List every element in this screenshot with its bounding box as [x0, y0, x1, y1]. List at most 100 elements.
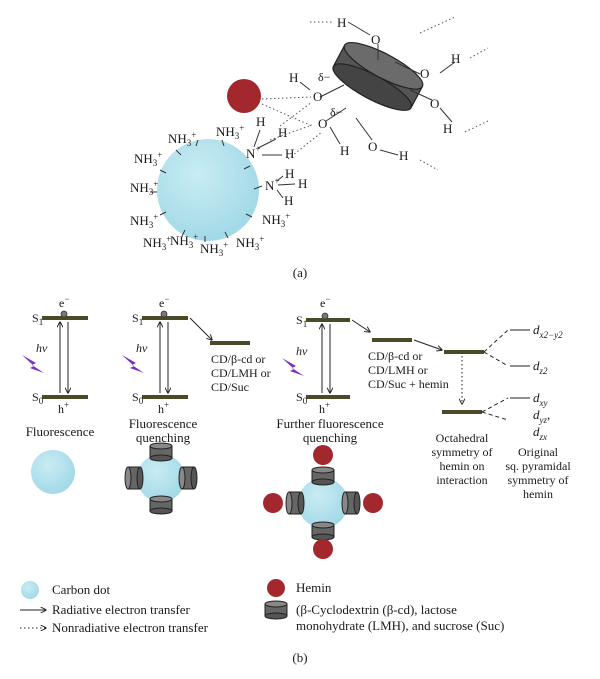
o-label: O — [420, 66, 429, 81]
nh3-label: NH3+ — [134, 150, 162, 168]
hemin-particle — [313, 539, 333, 559]
nh3-label: NH3+ — [143, 234, 171, 252]
h-label: H — [399, 148, 408, 163]
legend-cyclodextrin-icon — [264, 600, 288, 620]
cd-box-1-line: CD/Suc — [211, 380, 249, 394]
delta-label: δ− — [318, 70, 331, 84]
cyclodextrin-cylinder — [332, 42, 424, 111]
orbital-dzx: dzx — [533, 424, 547, 442]
nh3-label: NH3+ — [262, 211, 290, 229]
h-label: H — [340, 143, 349, 158]
svg-text:e−: e− — [320, 294, 330, 310]
orbital-dxy: dxy — [533, 390, 548, 408]
h-label: H — [298, 176, 307, 191]
svg-text:monohydrate (LMH), and sucrose: monohydrate (LMH), and sucrose (Suc) — [296, 618, 504, 633]
stage-further-label: Further fluorescence — [276, 416, 383, 431]
nh3-label: NH3+ — [130, 179, 158, 197]
legend-radiative: Radiative electron transfer — [52, 602, 191, 617]
carbon-dot-a — [157, 139, 259, 241]
electron-label: e− — [59, 294, 69, 310]
stage-further-quenching: S1 S0 e− h+ hν CD/β-cd or CD/LMH or CD/S… — [263, 294, 571, 559]
o-label: O — [313, 89, 322, 104]
h-label: H — [337, 15, 346, 30]
hemin-particle — [227, 79, 261, 113]
svg-text:hν: hν — [296, 344, 308, 358]
svg-text:hemin on: hemin on — [440, 459, 485, 473]
svg-text:S0: S0 — [132, 390, 144, 406]
panel-b: S1 S0 e− h+ hν Fluorescence S1 S0 e− h+ … — [20, 294, 571, 665]
o-label: O — [368, 139, 377, 154]
cd-box-2-line: CD/LMH or — [368, 363, 428, 377]
hemin-particle — [313, 445, 333, 465]
photon-icon — [122, 355, 144, 373]
legend-cyclodextrin: (β-Cyclodextrin (β-cd), lactose — [296, 602, 457, 617]
nh3-label: NH3+ — [216, 123, 244, 141]
svg-text:hemin: hemin — [523, 487, 553, 501]
svg-text:S1: S1 — [296, 313, 307, 329]
h-label: H — [443, 121, 452, 136]
panel-b-caption: (b) — [292, 650, 307, 665]
carbon-dot-stage3 — [298, 478, 348, 528]
hv-label: hν — [36, 341, 48, 355]
o-label: O — [371, 32, 380, 47]
cyclodextrin-icon — [311, 521, 335, 541]
svg-text:h+: h+ — [319, 400, 330, 416]
cyclodextrin-icon — [178, 466, 198, 490]
cyclodextrin-icon — [149, 442, 173, 462]
hemin-particle — [263, 493, 283, 513]
h-label: H — [451, 51, 460, 66]
svg-text:hν: hν — [136, 341, 148, 355]
panel-a-caption: (a) — [293, 265, 307, 280]
cd-box-2-line: CD/β-cd or — [368, 349, 422, 363]
cyclodextrin-icon — [285, 491, 305, 515]
legend-carbon-dot-icon — [21, 581, 39, 599]
svg-text:S1: S1 — [132, 311, 143, 327]
cd-box-1-line: CD/β-cd or — [211, 352, 265, 366]
svg-text:symmetry of: symmetry of — [432, 445, 493, 459]
carbon-dot-stage1 — [31, 450, 75, 494]
s1-label: S1 — [32, 311, 43, 327]
h-label: H — [289, 70, 298, 85]
hole-label: h+ — [58, 400, 69, 416]
cyclodextrin-icon — [149, 495, 173, 515]
h-label: H — [285, 166, 294, 181]
cd-box-2-line: CD/Suc + hemin — [368, 377, 449, 391]
legend: Carbon dot Radiative electron transfer N… — [20, 579, 504, 635]
legend-hemin-icon — [267, 579, 285, 597]
panel-a: NH3+ NH3+ NH3+ NH3+ NH3+ NH3+ NH3+ NH3+ … — [130, 15, 491, 280]
svg-text:sq. pyramidal: sq. pyramidal — [505, 459, 571, 473]
orbital-dyz: dyz, — [533, 407, 550, 425]
cyclodextrin-icon — [341, 491, 361, 515]
o-label: O — [430, 96, 439, 111]
original-line: Original — [518, 445, 559, 459]
nh3-label: NH3+ — [236, 234, 264, 252]
h-label: H — [284, 193, 293, 208]
n-plus-label: N+ — [246, 144, 260, 161]
nh3-label: NH3+ — [170, 232, 198, 250]
svg-text:quenching: quenching — [303, 430, 358, 445]
orbital-dz2: dz2 — [533, 358, 548, 376]
svg-text:e−: e− — [159, 294, 169, 310]
legend-hemin: Hemin — [296, 580, 332, 595]
stage-fluorescence: S1 S0 e− h+ hν Fluorescence — [22, 294, 95, 494]
legend-carbon-dot: Carbon dot — [52, 582, 111, 597]
stage-quenching: S1 S0 e− h+ hν CD/β-cd or CD/LMH or CD/S… — [122, 294, 271, 515]
h-label: H — [256, 114, 265, 129]
svg-text:interaction: interaction — [436, 473, 487, 487]
stage-quenching-label: Fluorescence — [129, 416, 198, 431]
nh3-label: NH3+ — [200, 240, 228, 258]
stage-fluorescence-label: Fluorescence — [26, 424, 95, 439]
svg-text:quenching: quenching — [136, 430, 191, 445]
s0-label: S0 — [32, 390, 44, 406]
orbital-dx2y2: dx2−y2 — [533, 322, 563, 340]
legend-nonradiative: Nonradiative electron transfer — [52, 620, 209, 635]
cyclodextrin-icon — [124, 466, 144, 490]
delta-label: δ− — [330, 105, 343, 119]
cd-box-1-line: CD/LMH or — [211, 366, 271, 380]
photon-icon — [282, 358, 304, 376]
nh3-label: NH3+ — [130, 212, 158, 230]
h-label: H — [278, 125, 287, 140]
svg-text:S0: S0 — [296, 390, 308, 406]
